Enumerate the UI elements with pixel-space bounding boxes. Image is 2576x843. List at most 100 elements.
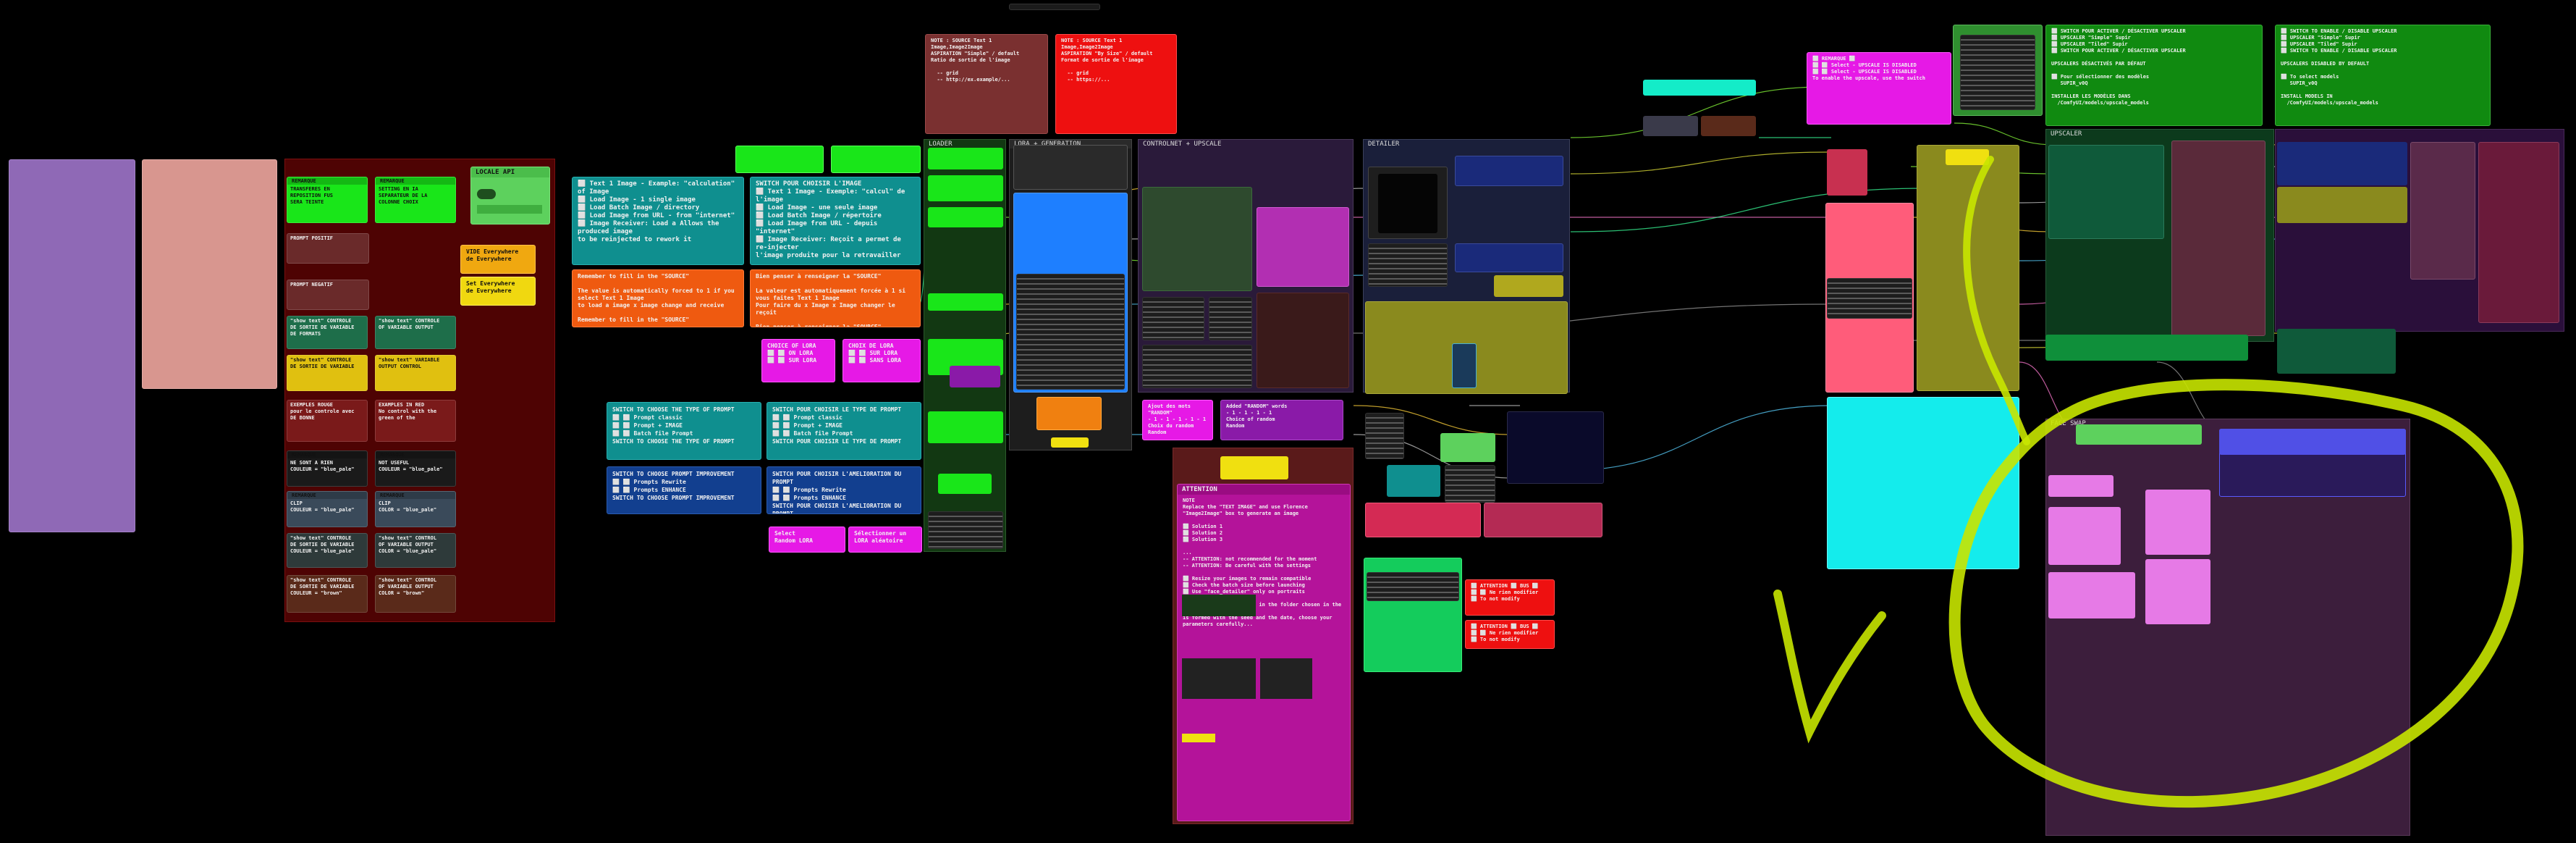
yellow-small-node[interactable] [1051,437,1089,448]
bus-green-node[interactable] [1440,433,1495,462]
detailer-yellow-node[interactable] [1494,275,1563,297]
right-purple-block-2[interactable] [2478,142,2559,323]
image-source-note-en[interactable]: ⬜ Text 1 Image - Example: "calculation" … [572,177,744,265]
note-ratio-fr[interactable]: NOTE : SOURCE Text 1 Image,Image2Image A… [925,34,1048,134]
middle-olive-tall[interactable] [1917,145,2019,391]
cyan-top-node[interactable] [1643,80,1756,96]
loader-node-2[interactable] [928,175,1003,201]
upscaler-note-en[interactable]: ⬜ SWITCH TO ENABLE / DISABLE UPSCALER ⬜ … [2275,25,2491,126]
red-group-note-5[interactable]: "show text" CONTROLE DE SORTIE DE VARIAB… [287,316,368,349]
upscaler-pink-tall[interactable] [2171,140,2265,336]
cyan-large-node[interactable] [1827,397,2019,569]
red-group-note-6[interactable]: "show text" CONTROLE OF VARIABLE OUTPUT [375,316,456,349]
detailer-blue-node[interactable] [1455,156,1563,186]
controlnet-list-3[interactable] [1142,345,1252,388]
lora-choice-fr[interactable]: CHOIX DE LORA ⬜ ⬜ SUR LORA ⬜ ⬜ SANS LORA [843,339,921,382]
detailer-list[interactable] [1368,243,1448,287]
red-group-note-8[interactable]: "show text" VARIABLE OUTPUT CONTROL [375,355,456,391]
lora-generation-list[interactable] [1016,274,1125,390]
controlnet-brown-node[interactable] [1257,293,1349,388]
green-switch-node-2[interactable] [831,146,921,173]
controlnet-list-2[interactable] [1209,297,1252,340]
loader-node-9[interactable] [928,511,1003,549]
attention-yellow-header[interactable] [1220,456,1288,479]
controlnet-list-1[interactable] [1142,297,1204,340]
switch-prompt-improve-fr[interactable]: SWITCH POUR CHOISIR L'AMELIORATION DU PR… [767,466,921,514]
random-words-en[interactable]: Added "RANDOM" words - 1 - 1 - 1 - 1 Cho… [1220,400,1343,440]
image-source-note-fr[interactable]: SWITCH POUR CHOISIR L'IMAGE ⬜ Text 1 Ima… [750,177,921,265]
red-group-note-18[interactable]: "show text" CONTROL OF VARIABLE OUTPUT C… [375,575,456,613]
output-pink-node-2[interactable] [1484,503,1602,537]
red-group-note-17[interactable]: "show text" CONTROLE DE SORTIE DE VARIAB… [287,575,368,613]
red-group-note-16[interactable]: "show text" CONTROL OF VARIABLE OUTPUT C… [375,533,456,568]
red-button-2[interactable]: ⬜ ATTENTION ⬜ BUS ⬜ ⬜ ⬜ Ne rien modifier… [1465,620,1555,649]
upscaler-teal-node[interactable] [2048,145,2164,239]
orange-sampler-node[interactable] [1036,397,1102,430]
right-teal-small[interactable] [2277,329,2396,374]
purple-swatch-node[interactable] [9,159,135,532]
middle-yellow-box[interactable] [1946,149,1989,165]
bus-node-2[interactable] [1445,465,1495,503]
red-group-note-7[interactable]: "show text" CONTROLE DE SORTIE DE VARIAB… [287,355,368,391]
detailer-image-thumb[interactable] [1452,343,1477,388]
source-reminder-en[interactable]: Remember to fill in the "SOURCE" The val… [572,269,744,327]
face-swap-pink-2[interactable] [2048,507,2121,565]
output-green-list[interactable] [1367,572,1459,601]
vide-everywhere-node[interactable]: VIDE Everywhere de Everywhere [460,245,536,274]
attention-note[interactable]: ATTENTION NOTE Replace the "TEXT IMAGE" … [1177,484,1351,821]
output-pink-node[interactable] [1365,503,1481,537]
top-toolbar-handle[interactable]: ··· [1009,4,1100,10]
lora-choice-en[interactable]: CHOICE OF LORA ⬜ ⬜ ON LORA ⬜ ⬜ SUR LORA [761,339,835,382]
right-yellow-block[interactable] [2277,187,2407,223]
upscaler-node-gray-list[interactable] [1960,35,2035,110]
middle-pink-list[interactable] [1827,278,1912,319]
face-swap-pink-4[interactable] [2048,572,2135,618]
random-lora-en[interactable]: Select Random LORA [769,527,845,553]
right-green-strip[interactable] [2045,335,2248,361]
face-swap-pink-1[interactable] [2048,475,2113,497]
switch-prompt-type-en[interactable]: SWITCH TO CHOOSE THE TYPE OF PROMPT ⬜ ⬜ … [607,402,761,460]
red-group-note-9[interactable]: EXEMPLES ROUGE pour le controle avec DE … [287,400,368,442]
bus-teal-node[interactable] [1387,465,1440,497]
loader-node-1[interactable] [928,148,1003,169]
source-reminder-fr[interactable]: Bien penser à renseigner la "SOURCE" La … [750,269,921,327]
controlnet-magenta-node[interactable] [1257,207,1349,287]
face-swap-pink-3[interactable] [2145,490,2210,555]
red-group-note-15[interactable]: "show text" CONTROLE DE SORTIE DE VARIAB… [287,533,368,568]
upscaler-note-fr[interactable]: ⬜ SWITCH POUR ACTIVER / DÉSACTIVER UPSCA… [2045,25,2263,126]
random-words-fr[interactable]: Ajout des mots "RANDOM" - 1 - 1 - 1 - 1 … [1142,400,1213,440]
loader-node-6[interactable] [950,366,1000,387]
loader-node-7[interactable] [928,411,1003,443]
red-group-note-3[interactable]: PROMPT POSITIF [287,233,369,264]
detailer-blue-node-2[interactable] [1455,243,1563,272]
dark-small-node-1[interactable] [1643,116,1698,136]
middle-red-node[interactable] [1827,149,1867,196]
note-size-fr[interactable]: NOTE : SOURCE Text 1 Image,Image2Image A… [1055,34,1177,134]
red-button-1[interactable]: ⬜ ATTENTION ⬜ BUS ⬜ ⬜ ⬜ Ne rien modifier… [1465,579,1555,616]
face-swap-blue-header[interactable] [2219,429,2406,455]
right-blue-block[interactable] [2277,142,2407,185]
bus-node-1[interactable] [1365,413,1404,459]
switch-prompt-improve-en[interactable]: SWITCH TO CHOOSE PROMPT IMPROVEMENT ⬜ ⬜ … [607,466,761,514]
loader-node-4[interactable] [928,293,1003,311]
detailer-black-preview[interactable] [1378,174,1437,233]
switch-prompt-type-fr[interactable]: SWITCH POUR CHOISIR LE TYPE DE PROMPT ⬜ … [767,402,921,460]
random-lora-fr[interactable]: Sélectionner un LORA aléatoire [848,527,922,553]
bus-dark-node[interactable] [1507,411,1604,484]
controlnet-dark-node[interactable] [1142,187,1252,291]
loader-node-8[interactable] [938,474,992,494]
face-swap-pink-5[interactable] [2145,559,2210,624]
face-swap-green-bar[interactable] [2076,424,2202,445]
red-group-note-10[interactable]: EXAMPLES IN RED No control with the gree… [375,400,456,442]
red-group-note-4[interactable]: PROMPT NEGATIF [287,280,369,310]
green-switch-node-1[interactable] [735,146,824,173]
upscale-disabled-note[interactable]: ⬜ REMARQUE ⬜ ⬜ ⬜ Select - UPSCALE IS DIS… [1807,52,1951,125]
locale-api-node[interactable]: LOCALE API [470,167,550,225]
pink-swatch-node[interactable] [142,159,277,389]
